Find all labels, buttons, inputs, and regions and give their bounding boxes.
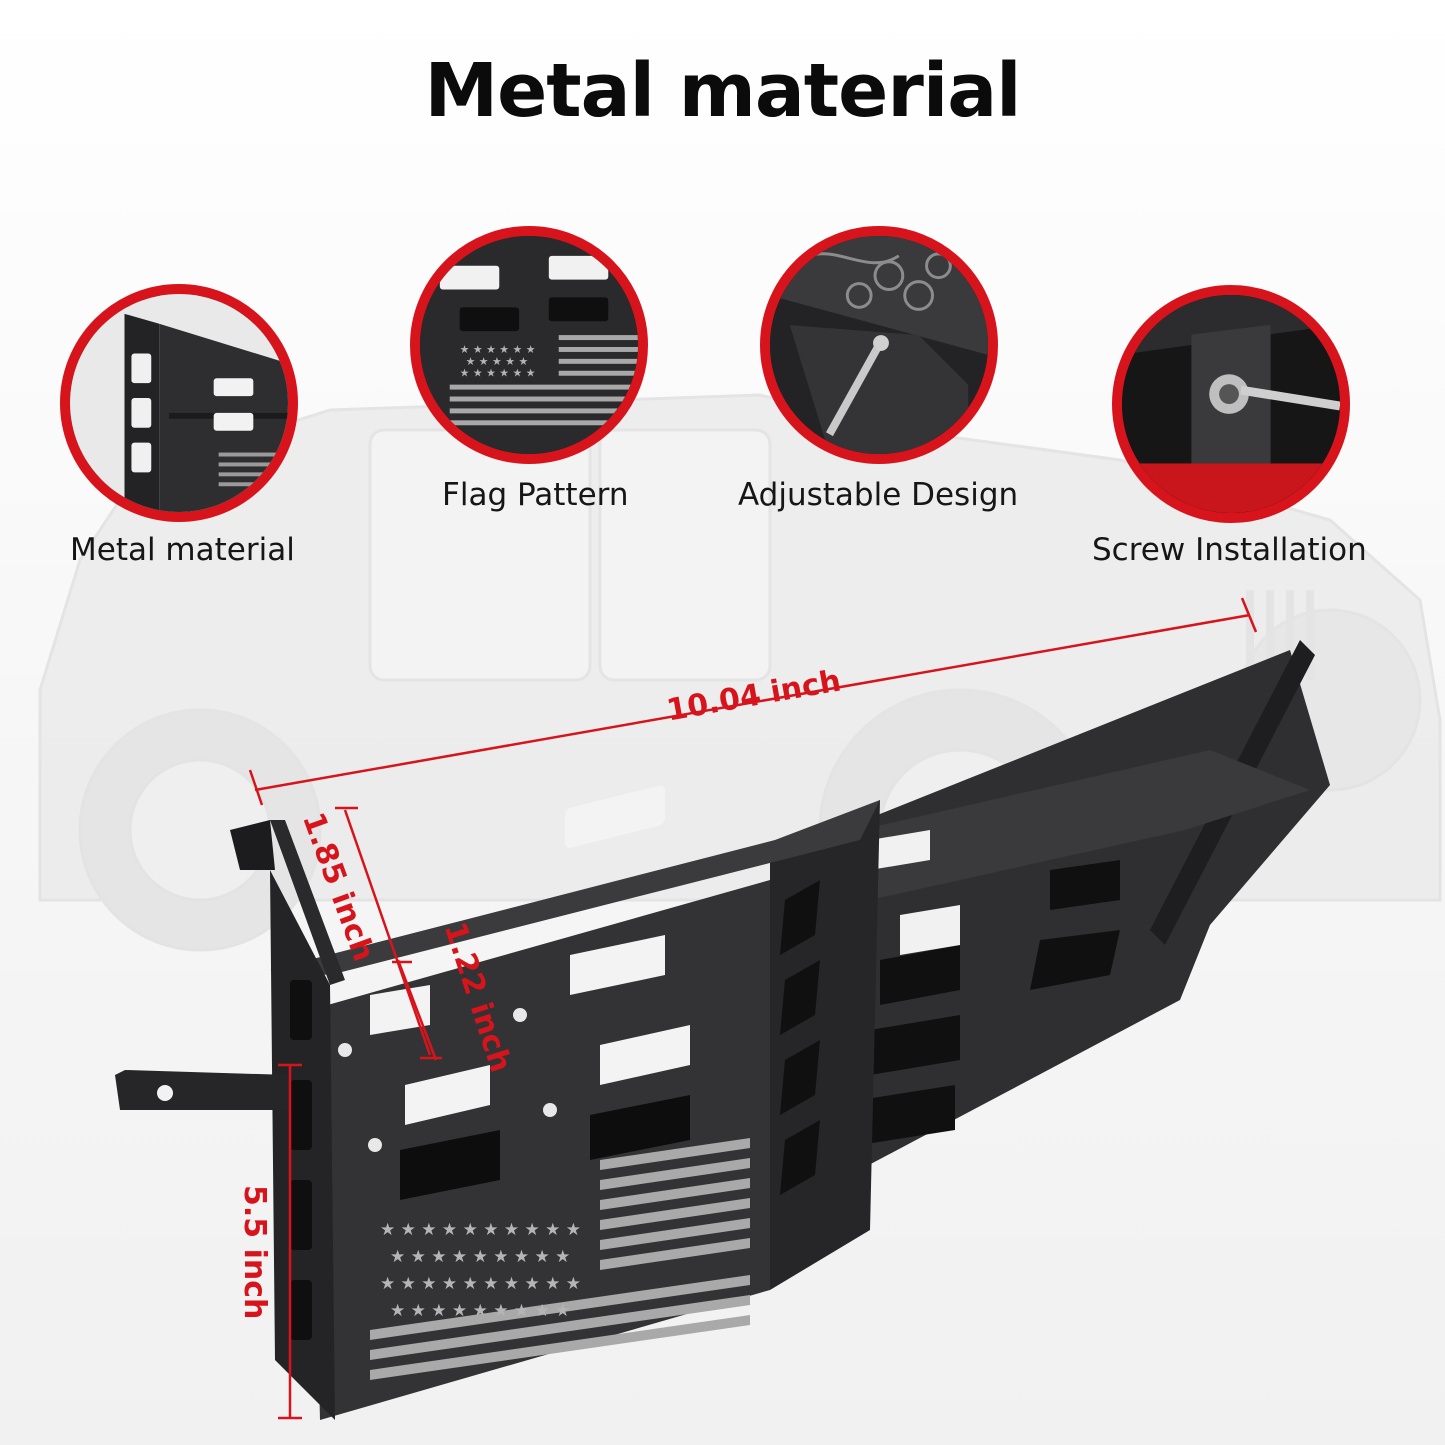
feature-caption: Metal material (70, 532, 295, 568)
height-dimension-label: 5.5 inch (237, 1185, 272, 1320)
svg-text:★ ★ ★ ★ ★ ★: ★ ★ ★ ★ ★ ★ (460, 343, 536, 356)
feature-caption: Screw Installation (1092, 532, 1367, 568)
svg-text:★ ★ ★ ★ ★ ★: ★ ★ ★ ★ ★ ★ (460, 367, 536, 380)
flag-engraving-closeup-icon: ★ ★ ★ ★ ★ ★ ★ ★ ★ ★ ★ ★ ★ ★ ★ ★ ★ (420, 236, 638, 454)
feature-circle-metal-material (60, 284, 298, 522)
svg-text:★ ★ ★ ★ ★: ★ ★ ★ ★ ★ (466, 355, 529, 368)
feature-circle-adjustable-design (760, 226, 998, 464)
page-title: Metal material (424, 48, 1021, 134)
svg-text:★ ★ ★ ★ ★ ★ ★ ★ ★ ★: ★ ★ ★ ★ ★ ★ ★ ★ ★ ★ (380, 1274, 581, 1294)
svg-text:★ ★ ★ ★ ★ ★ ★ ★ ★ ★: ★ ★ ★ ★ ★ ★ ★ ★ ★ ★ (380, 1220, 581, 1240)
feature-circle-screw-installation (1112, 285, 1350, 523)
feature-caption: Flag Pattern (442, 477, 629, 513)
feature-circle-flag-pattern: ★ ★ ★ ★ ★ ★ ★ ★ ★ ★ ★ ★ ★ ★ ★ ★ ★ (410, 226, 648, 464)
adjustable-bracket-closeup-icon (770, 236, 988, 454)
svg-text:★ ★ ★ ★ ★ ★ ★ ★ ★: ★ ★ ★ ★ ★ ★ ★ ★ ★ (390, 1301, 570, 1321)
screw-installation-closeup-icon (1122, 295, 1340, 513)
svg-text:★ ★ ★ ★ ★ ★ ★ ★ ★: ★ ★ ★ ★ ★ ★ ★ ★ ★ (390, 1247, 570, 1267)
feature-caption: Adjustable Design (738, 477, 1019, 513)
bracket-corner-closeup-icon (70, 294, 288, 512)
